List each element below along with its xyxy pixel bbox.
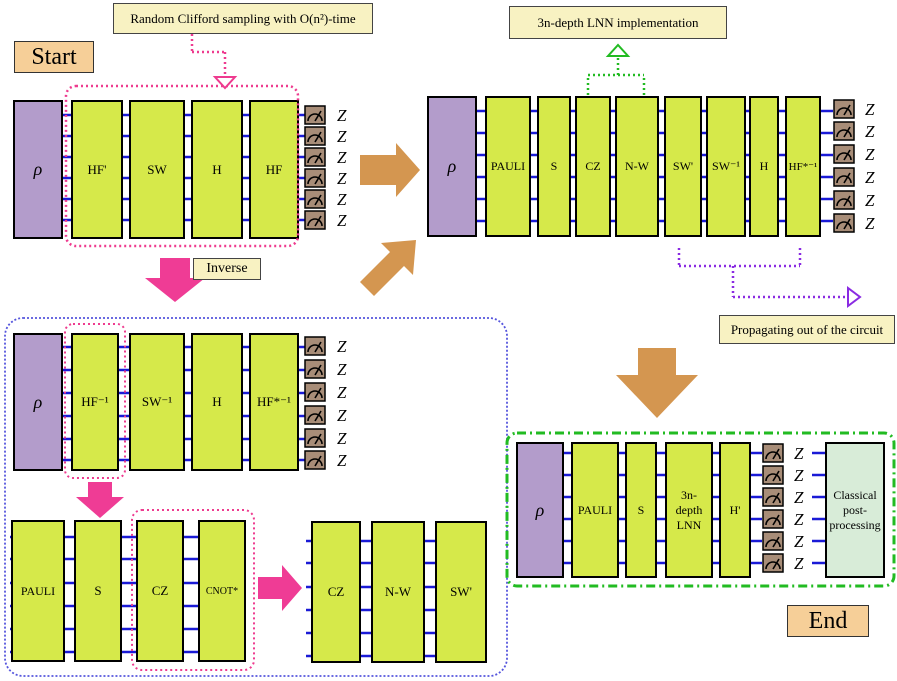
end-badge: End	[787, 605, 869, 637]
inverse-note: Inverse	[193, 258, 261, 280]
decomp-gate-s	[74, 520, 122, 662]
z-label: Z	[865, 214, 875, 233]
reduced-gate-cz	[311, 521, 361, 663]
end-gate-pauli	[571, 442, 619, 578]
decomp-gate-cnot-star	[198, 520, 246, 662]
full-gate-nw	[615, 96, 659, 237]
arrow-right-pink	[258, 565, 302, 611]
full-gate-cz	[575, 96, 611, 237]
z-label: Z	[865, 191, 875, 210]
start-gate-sw	[129, 100, 185, 239]
arrow-right-upper	[360, 143, 420, 197]
z-label: Z	[865, 100, 875, 119]
z-label: Z	[337, 337, 347, 356]
sampling-connector	[190, 34, 238, 90]
reduced-gate-sw-prime	[435, 521, 487, 663]
start-gate-hf	[249, 100, 299, 239]
start-rho-block	[13, 100, 63, 239]
end-rho-block	[516, 442, 564, 578]
full-gate-hf-star-inv	[785, 96, 821, 237]
full-gate-pauli	[485, 96, 531, 237]
start-gate-hf-prime	[71, 100, 123, 239]
z-label: Z	[337, 127, 347, 146]
classical-postprocessing-block	[825, 442, 885, 578]
z-label: Z	[337, 190, 347, 209]
end-meters	[762, 443, 784, 573]
propagate-connector	[677, 248, 862, 308]
inverse-gate-hf-star-inv	[249, 333, 299, 471]
full-gate-h	[749, 96, 779, 237]
inverse-gate-hf-inv	[71, 333, 119, 471]
lower-left-panel	[4, 317, 508, 677]
start-badge: Start	[14, 41, 94, 73]
inverse-meters	[304, 336, 326, 470]
z-label: Z	[794, 554, 804, 573]
z-label: Z	[337, 429, 347, 448]
full-gate-sw-prime	[664, 96, 702, 237]
arrow-down-right	[616, 348, 698, 418]
full-gate-s	[537, 96, 571, 237]
arrow-down-pink	[145, 258, 205, 302]
lnn-connector	[586, 43, 646, 95]
z-label: Z	[865, 122, 875, 141]
z-label: Z	[794, 510, 804, 529]
z-label: Z	[337, 406, 347, 425]
z-label: Z	[337, 106, 347, 125]
end-gate-h-prime	[719, 442, 751, 578]
sampling-note: Random Clifford sampling with O(n²)-time	[113, 3, 373, 34]
z-label: Z	[865, 145, 875, 164]
start-gate-h	[191, 100, 243, 239]
full-gate-sw-inv	[706, 96, 746, 237]
z-label: Z	[794, 488, 804, 507]
z-label: Z	[794, 532, 804, 551]
full-rho-block	[427, 96, 477, 237]
inverse-gate-h	[191, 333, 243, 471]
end-gate-lnn	[665, 442, 713, 578]
start-meters	[304, 105, 326, 230]
z-label: Z	[794, 444, 804, 463]
z-label: Z	[337, 360, 347, 379]
z-label: Z	[337, 451, 347, 470]
decomp-gate-cz	[136, 520, 184, 662]
z-label: Z	[865, 168, 875, 187]
start-pink-dotted-box	[64, 84, 300, 248]
inverse-gate-sw-inv	[129, 333, 185, 471]
propagate-note: Propagating out of the circuit	[719, 315, 895, 344]
z-label: Z	[337, 169, 347, 188]
decomp-pink-dotted-box	[131, 509, 255, 671]
arrow-down-pink-small	[76, 482, 124, 518]
z-label: Z	[337, 148, 347, 167]
z-label: Z	[794, 466, 804, 485]
lnn-note: 3n-depth LNN implementation	[509, 6, 727, 39]
end-gate-s	[625, 442, 657, 578]
reduced-gate-nw	[371, 521, 425, 663]
full-meters	[833, 99, 855, 233]
decomp-gate-pauli	[11, 520, 65, 662]
z-label: Z	[337, 211, 347, 230]
inverse-rho-block	[13, 333, 63, 471]
z-label: Z	[337, 383, 347, 402]
arrow-diagonal	[360, 240, 416, 296]
inverse-pink-dotted-box	[64, 323, 126, 479]
